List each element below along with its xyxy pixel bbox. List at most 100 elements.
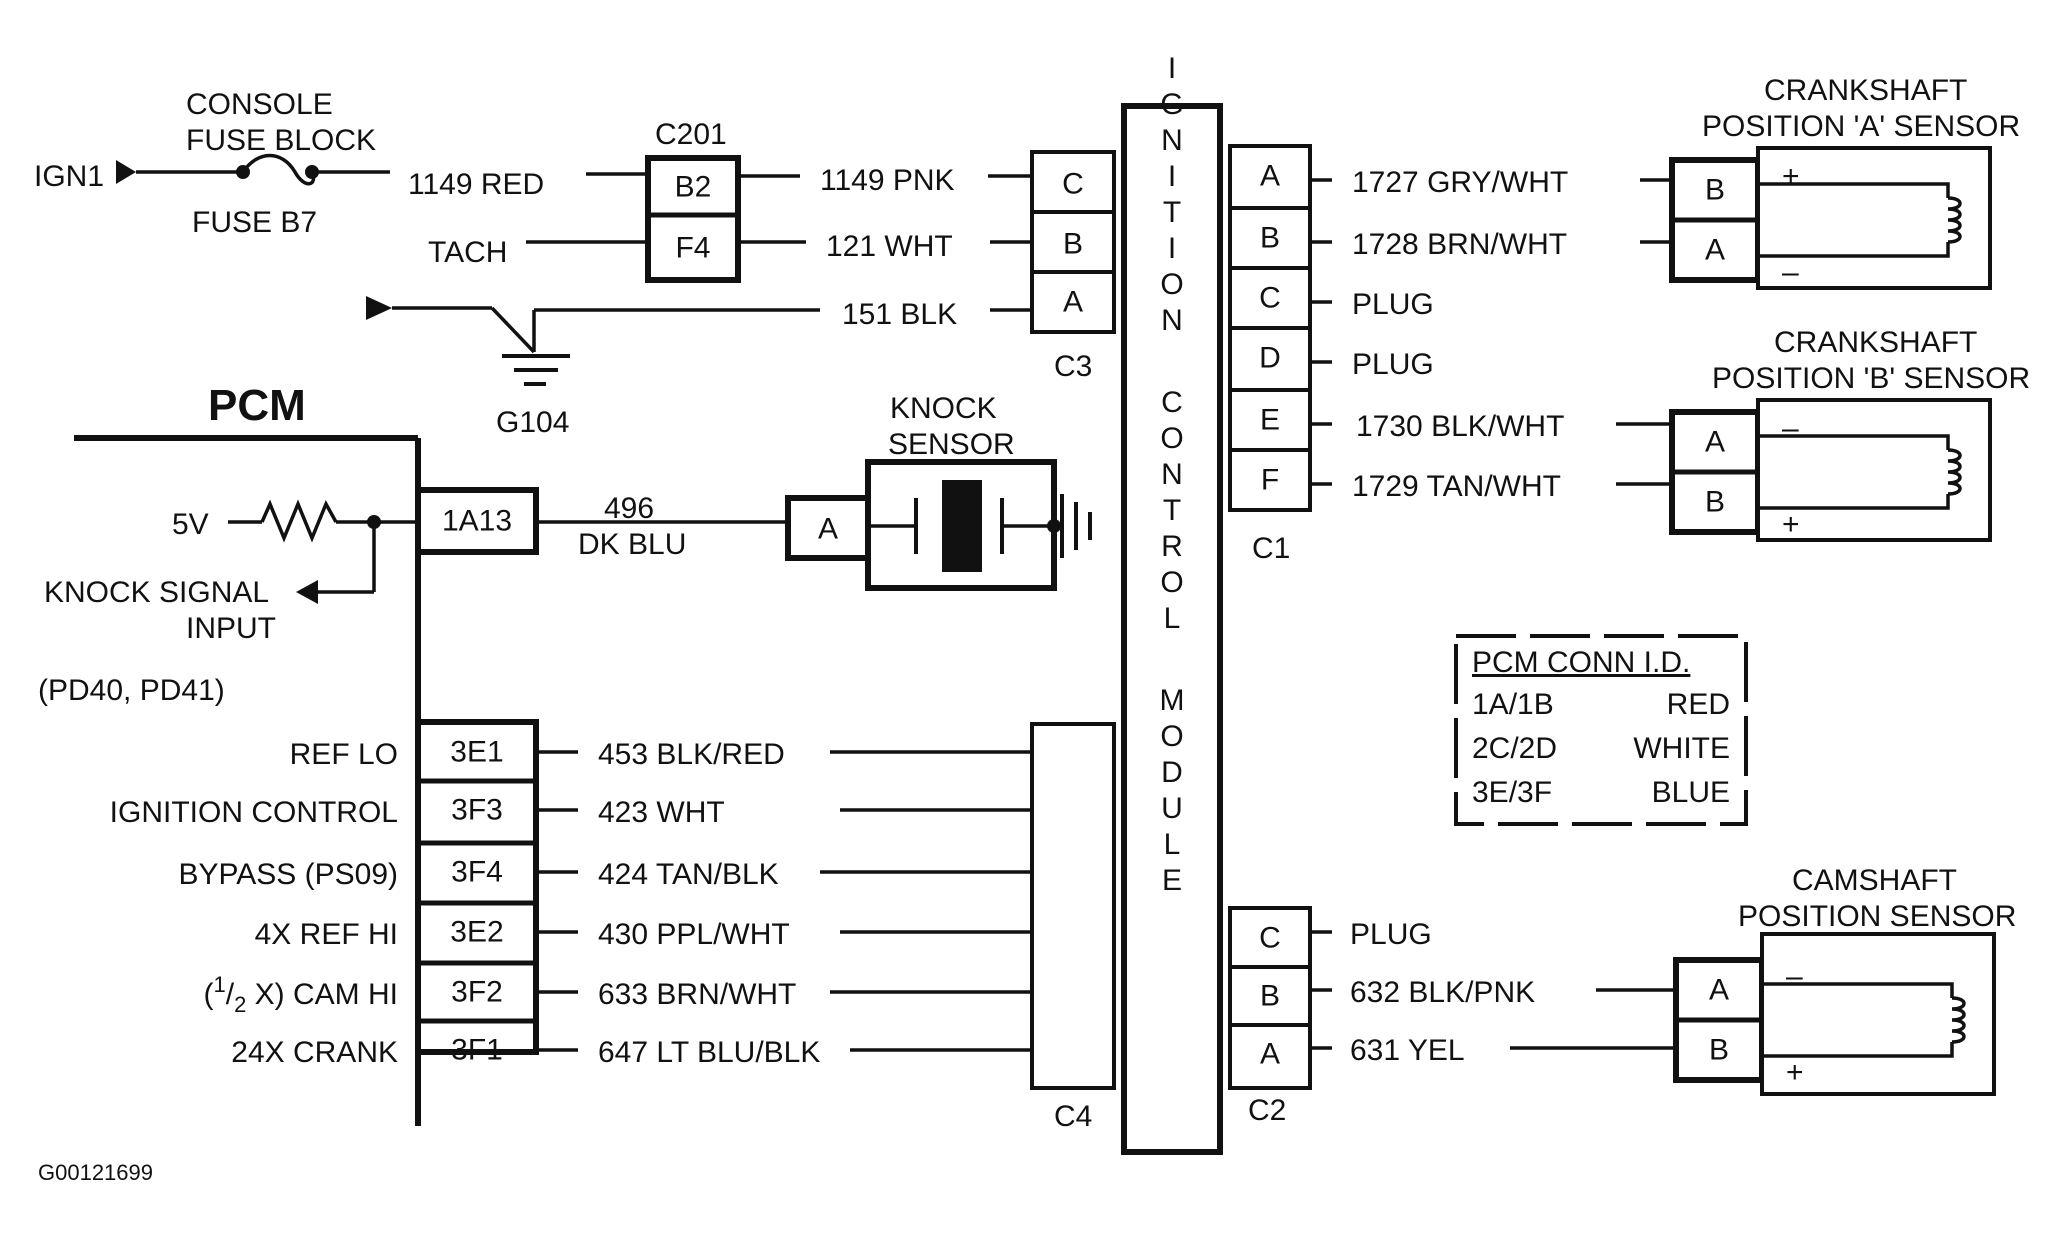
c4-connector [1030, 722, 1116, 1090]
c1-label: C1 [1252, 532, 1290, 565]
pcm-label-3f1: 24X CRANK [231, 1036, 398, 1069]
knock-signal-label-2: INPUT [186, 612, 276, 645]
pcm-pin-3f2: 3F2 [451, 976, 503, 1009]
ckp-a-title-2: POSITION 'A' SENSOR [1702, 110, 2020, 143]
c2-pin-b: B [1260, 980, 1280, 1013]
pcm-pin-3e1: 3E1 [450, 736, 503, 769]
pcm-pins-3e-3f [415, 719, 539, 1055]
cmp-minus-sign: – [1786, 960, 1803, 993]
cmp-title-2: POSITION SENSOR [1738, 900, 2016, 933]
cmp-plus-sign: + [1786, 1056, 1804, 1089]
fuse-block-label-1: CONSOLE [186, 88, 333, 121]
pcm-pin-3f4: 3F4 [451, 856, 503, 889]
ckp-b-body [1756, 398, 1992, 542]
c201-pin-b2: B2 [675, 171, 712, 204]
wire-label-3e2: 430 PPL/WHT [598, 918, 790, 951]
c3-pin-a: A [1063, 286, 1083, 319]
c2-wire-label-c: PLUG [1350, 918, 1432, 951]
ign1-label: IGN1 [34, 160, 104, 193]
c2-connector [1228, 906, 1312, 1090]
wire-label-3f1: 647 LT BLU/BLK [598, 1036, 820, 1069]
icm-word-1: IGNITION [1156, 52, 1189, 340]
figure-id: G00121699 [38, 1160, 153, 1185]
crankshaft-position-b-sensor: AB–+ [1669, 398, 1992, 542]
knock-sensor-pin-a [785, 495, 871, 561]
ckp-b-title-1: CRANKSHAFT [1774, 326, 1977, 359]
c3-pin-c: C [1062, 168, 1084, 201]
pcm-label-3e2: 4X REF HI [255, 918, 398, 951]
wire-label-3e1: 453 BLK/RED [598, 738, 785, 771]
c1-pin-f: F [1261, 464, 1279, 497]
knock-sensor-title-2: SENSOR [888, 428, 1015, 461]
piezo-element [942, 480, 982, 572]
cmp-pin-2: B [1709, 1034, 1729, 1067]
legend-conn-3: 3E/3F [1472, 776, 1552, 809]
ckp-b-pin-2: B [1705, 486, 1725, 519]
ckp-a-plus-sign: + [1782, 160, 1800, 193]
c201-pin-f4: F4 [675, 232, 710, 265]
five-v-label: 5V [172, 508, 209, 541]
c1-wire-label-d: PLUG [1352, 348, 1434, 381]
wire-1149-red-label: 1149 RED [408, 168, 544, 201]
pcm-pin-3f3: 3F3 [451, 794, 503, 827]
pcm-conn-id-legend [1454, 634, 1748, 826]
legend-color-1: RED [1667, 688, 1730, 721]
pcm-label-3e1: REF LO [290, 738, 398, 771]
wire-1149-pnk-label: 1149 PNK [820, 164, 955, 197]
c1-pin-b: B [1260, 222, 1280, 255]
c3-connector [1030, 150, 1116, 334]
c1-pin-c: C [1259, 282, 1281, 315]
wire-dk-blu-label: DK BLU [578, 528, 686, 561]
cmp-pin-1: A [1709, 974, 1729, 1007]
legend-title: PCM CONN I.D. [1472, 646, 1690, 679]
c201-label: C201 [655, 118, 727, 151]
cmp-title-1: CAMSHAFT [1792, 864, 1957, 897]
pcm-label-3f3: IGNITION CONTROL [110, 796, 398, 829]
wire-151-blk-label: 151 BLK [842, 298, 957, 331]
ground-arrow [366, 296, 392, 320]
wire-496-label: 496 [604, 492, 654, 525]
c2-wire-label-b: 632 BLK/PNK [1350, 976, 1535, 1009]
fuse-block-label-2: FUSE BLOCK [186, 124, 376, 157]
c3-pin-b: B [1063, 228, 1083, 261]
c4-label: C4 [1054, 1100, 1092, 1133]
c1-pin-e: E [1260, 404, 1280, 437]
cmp-body [1760, 932, 1996, 1096]
ckp-a-body [1756, 146, 1992, 290]
wire-121-wht-label: 121 WHT [826, 230, 953, 263]
crankshaft-position-a-sensor: BA+– [1669, 146, 1992, 290]
knock-input-arrow [296, 580, 318, 604]
c1-pin-a: A [1260, 160, 1280, 193]
pcm-pin-3e2: 3E2 [450, 916, 503, 949]
pcm-pin-3f1: 3F1 [451, 1034, 503, 1067]
ignition-control-module [1121, 103, 1223, 1155]
ckp-a-pin-1: B [1705, 174, 1725, 207]
ckp-a-coil [1947, 196, 1962, 244]
legend-conn-1: 1A/1B [1472, 688, 1554, 721]
cmp-coil [1951, 996, 1966, 1044]
camshaft-position-sensor: AB – + [1673, 932, 1996, 1096]
knock-signal-label-1: KNOCK SIGNAL [44, 576, 269, 609]
wire-label-3f3: 423 WHT [598, 796, 725, 829]
fuse-element [241, 153, 316, 186]
pd-codes-label: (PD40, PD41) [38, 674, 225, 707]
ckp-b-title-2: POSITION 'B' SENSOR [1712, 362, 2030, 395]
ckp-a-pin-2: A [1705, 234, 1725, 267]
pcm-title: PCM [208, 381, 306, 430]
ckp-b-coil [1947, 448, 1962, 496]
pin-1a13-label: 1A13 [442, 505, 512, 538]
c1-wire-label-b: 1728 BRN/WHT [1352, 228, 1567, 261]
tach-label: TACH [428, 236, 507, 269]
ckp-b-pin-1: A [1705, 426, 1725, 459]
c2-wire-label-a: 631 YEL [1350, 1034, 1465, 1067]
ign1-arrow [116, 160, 136, 184]
legend-conn-2: 2C/2D [1472, 732, 1557, 765]
ckp-b-plus-sign: + [1782, 508, 1800, 541]
wire-label-3f4: 424 TAN/BLK [598, 858, 779, 891]
ground-g104-label: G104 [496, 406, 569, 439]
